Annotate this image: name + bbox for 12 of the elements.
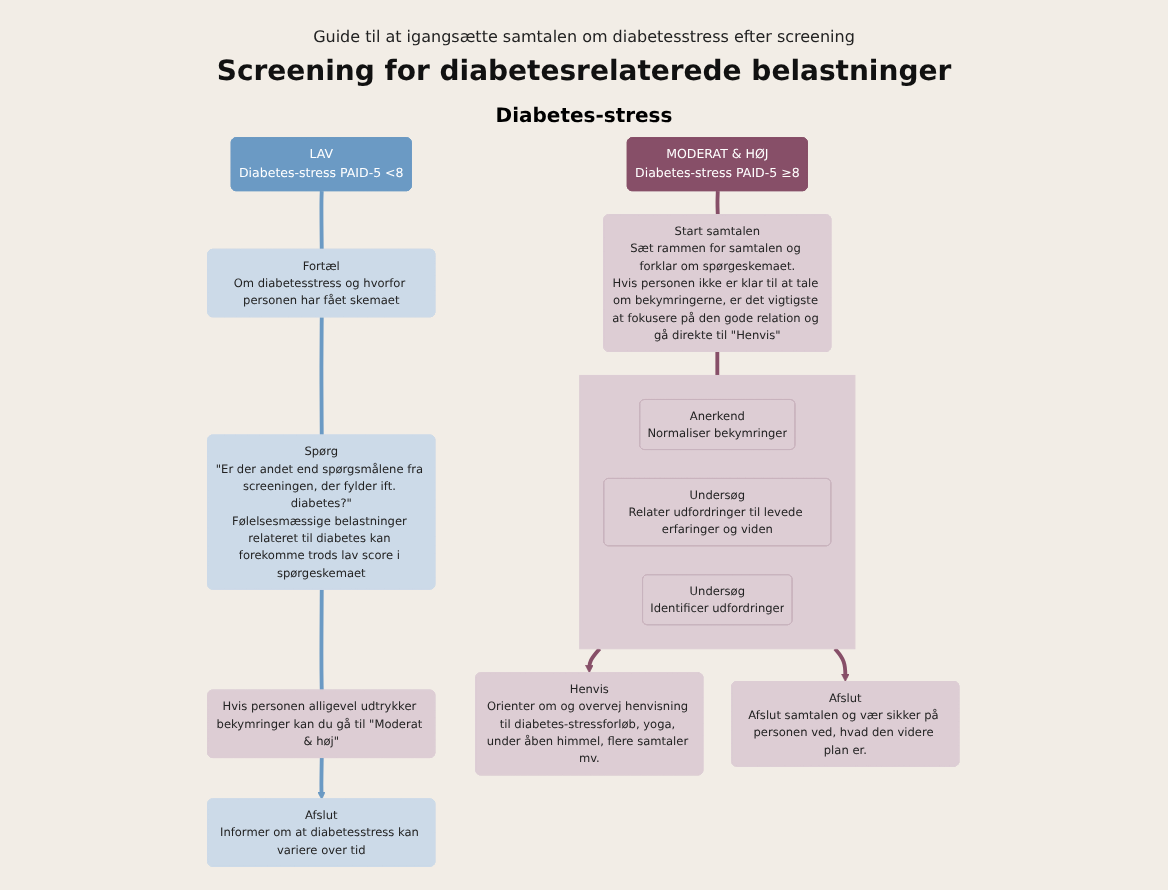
section-heading: Diabetes-stress — [495, 106, 673, 128]
connector — [320, 589, 325, 691]
connector — [320, 317, 325, 436]
arrow — [317, 757, 327, 800]
connector — [716, 351, 720, 376]
subtitle: Guide til at igangsætte samtalen om diabetesstress efter screening — [313, 28, 855, 46]
cluster — [579, 374, 857, 650]
arrow — [585, 647, 602, 674]
title: Screening for diabetesrelaterede belastninger — [216, 56, 952, 88]
arrow — [834, 647, 851, 682]
connector — [320, 191, 325, 250]
connector — [716, 191, 721, 216]
